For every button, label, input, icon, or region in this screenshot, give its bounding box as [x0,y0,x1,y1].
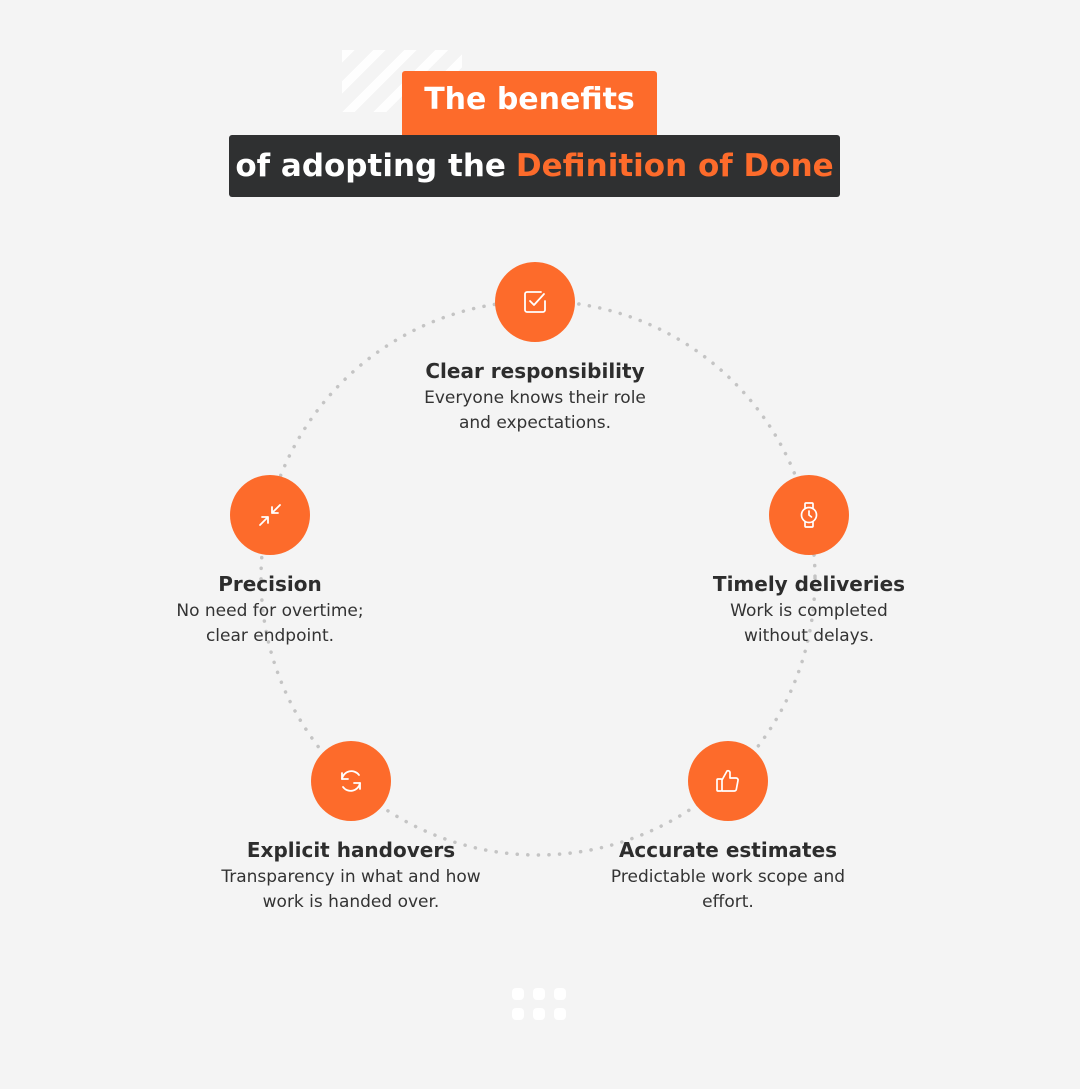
benefit-node-clear-responsibility [495,262,575,342]
benefit-node-accurate-estimates [688,741,768,821]
benefit-label-explicit-handovers: Explicit handovers Transparency in what … [191,837,511,915]
benefit-label-accurate-estimates: Accurate estimates Predictable work scop… [568,837,888,915]
benefit-description-line: No need for overtime; [176,601,364,621]
benefit-node-explicit-handovers [311,741,391,821]
title-line-1: The benefits [424,81,635,117]
benefit-title: Explicit handovers [246,838,456,862]
benefit-description-line: without delays. [743,626,875,646]
title-banner-top: The benefits [402,71,657,135]
benefit-label-clear-responsibility: Clear responsibility Everyone knows thei… [375,358,695,436]
benefit-description-line: work is handed over. [262,892,440,912]
benefit-label-timely-deliveries: Timely deliveries Work is completed with… [649,571,969,649]
title-line-2-accent: Definition of Done [515,148,834,184]
benefit-label-precision: Precision No need for overtime; clear en… [110,571,430,649]
benefit-title: Precision [218,572,322,596]
watch-icon [800,502,818,528]
benefit-title: Accurate estimates [618,838,838,862]
refresh-icon [341,770,361,792]
benefit-title: Clear responsibility [425,359,645,383]
benefit-title: Timely deliveries [712,572,906,596]
title-banner-bottom: of adopting the Definition of Done [229,135,840,197]
thumbs-up-icon [716,769,739,792]
benefit-description-line: Predictable work scope and [610,867,846,887]
collapse-arrows-icon [259,504,281,526]
title-line-2-prefix: of adopting the [235,148,506,184]
decorative-dot-grid [512,988,568,1020]
checkbox-icon [524,291,546,313]
benefit-description-line: Everyone knows their role [424,388,646,408]
benefit-description-line: clear endpoint. [205,626,335,646]
benefit-description-line: and expectations. [458,413,612,433]
benefit-description-line: Transparency in what and how [221,867,481,887]
benefit-description-line: effort. [702,892,754,912]
benefit-node-timely-deliveries [769,475,849,555]
benefit-node-precision [230,475,310,555]
benefit-description-line: Work is completed [730,601,888,621]
